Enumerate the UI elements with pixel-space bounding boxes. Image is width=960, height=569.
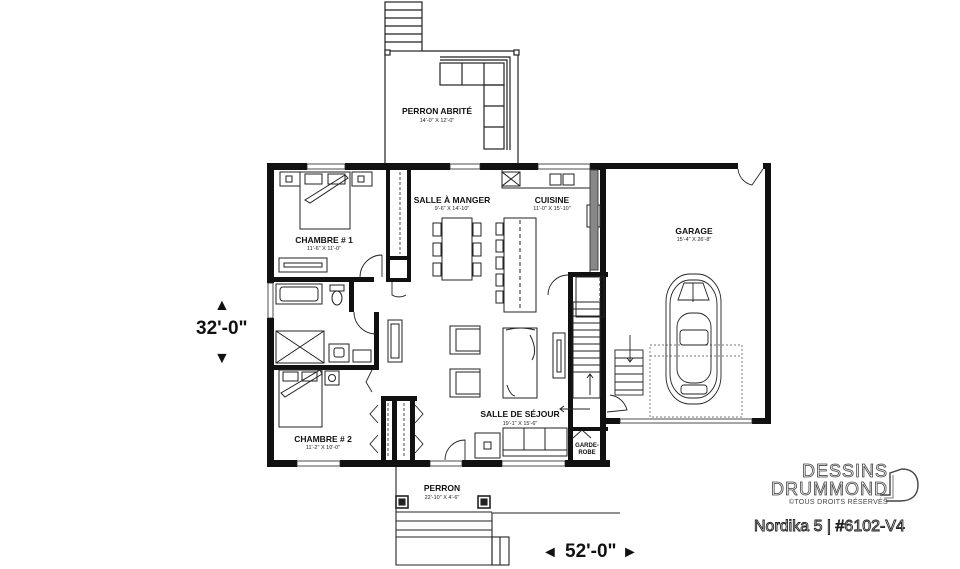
- arrow-left-icon: ◄: [542, 544, 558, 561]
- depth-dimension: 32'-0": [196, 318, 248, 339]
- doors: [353, 168, 764, 461]
- room-size-salle-a-manger: 9'-6" X 14'-10": [435, 206, 470, 212]
- brand-line-1: DESSINS: [801, 461, 888, 481]
- room-size-garage: 15'-4" X 26'-8": [677, 237, 712, 243]
- car-icon: [665, 273, 722, 405]
- room-label-cuisine: CUISINE: [535, 195, 570, 205]
- room-size-cuisine: 11'-0" X 15'-10": [533, 206, 570, 212]
- room-label-garde-robe-2: ROBE: [578, 450, 595, 456]
- windows: [267, 163, 753, 467]
- width-dimension: 52'-0": [565, 541, 617, 562]
- brand-block: DESSINS DRUMMOND ©TOUS DROITS RÉSERVÉS: [758, 462, 888, 506]
- brand-line-2: DRUMMOND: [771, 479, 888, 499]
- room-label-perron: PERRON: [424, 483, 460, 493]
- living-room-furniture: [449, 301, 601, 459]
- arrow-right-icon: ►: [622, 544, 638, 561]
- covered-porch: [384, 1, 520, 163]
- bathroom-fixtures: [275, 283, 403, 364]
- room-size-perron: 22'-10" X 4'-6": [425, 495, 460, 501]
- room-label-salle-de-sejour: SALLE DE SÉJOUR: [480, 409, 559, 419]
- room-label-salle-a-manger: SALLE À MANGER: [414, 195, 491, 205]
- arrow-down-icon: ▼: [214, 350, 230, 367]
- bedroom-2-furniture: [278, 369, 340, 428]
- arrow-up-icon: ▲: [214, 297, 230, 314]
- brand-logo-icon: [880, 468, 919, 502]
- room-size-chambre-1: 11'-6" X 11'-0": [307, 246, 341, 252]
- room-label-perron-abrite: PERRON ABRITÉ: [402, 106, 472, 116]
- bedroom-1-furniture: [278, 171, 373, 273]
- room-label-chambre-1: CHAMBRE # 1: [295, 235, 353, 245]
- front-porch: [395, 467, 620, 566]
- room-label-garage: GARAGE: [675, 226, 713, 236]
- plan-name-and-number: Nordika 5 | #6102-V4: [754, 518, 906, 536]
- interior-walls: [274, 170, 608, 465]
- room-size-chambre-2: 11'-2" X 10'-0": [306, 445, 340, 451]
- room-label-chambre-2: CHAMBRE # 2: [294, 434, 352, 444]
- dining-kitchen-furniture: [432, 169, 605, 318]
- room-size-salle-de-sejour: 19'-1" X 15'-6": [503, 421, 538, 427]
- closet-rods: [387, 172, 405, 458]
- copyright-notice: ©TOUS DROITS RÉSERVÉS: [788, 499, 888, 506]
- room-size-perron-abrite: 14'-0" X 12'-0": [420, 118, 455, 124]
- room-label-garde-robe-1: GARDE-: [575, 443, 599, 449]
- garage-contents: [614, 273, 743, 418]
